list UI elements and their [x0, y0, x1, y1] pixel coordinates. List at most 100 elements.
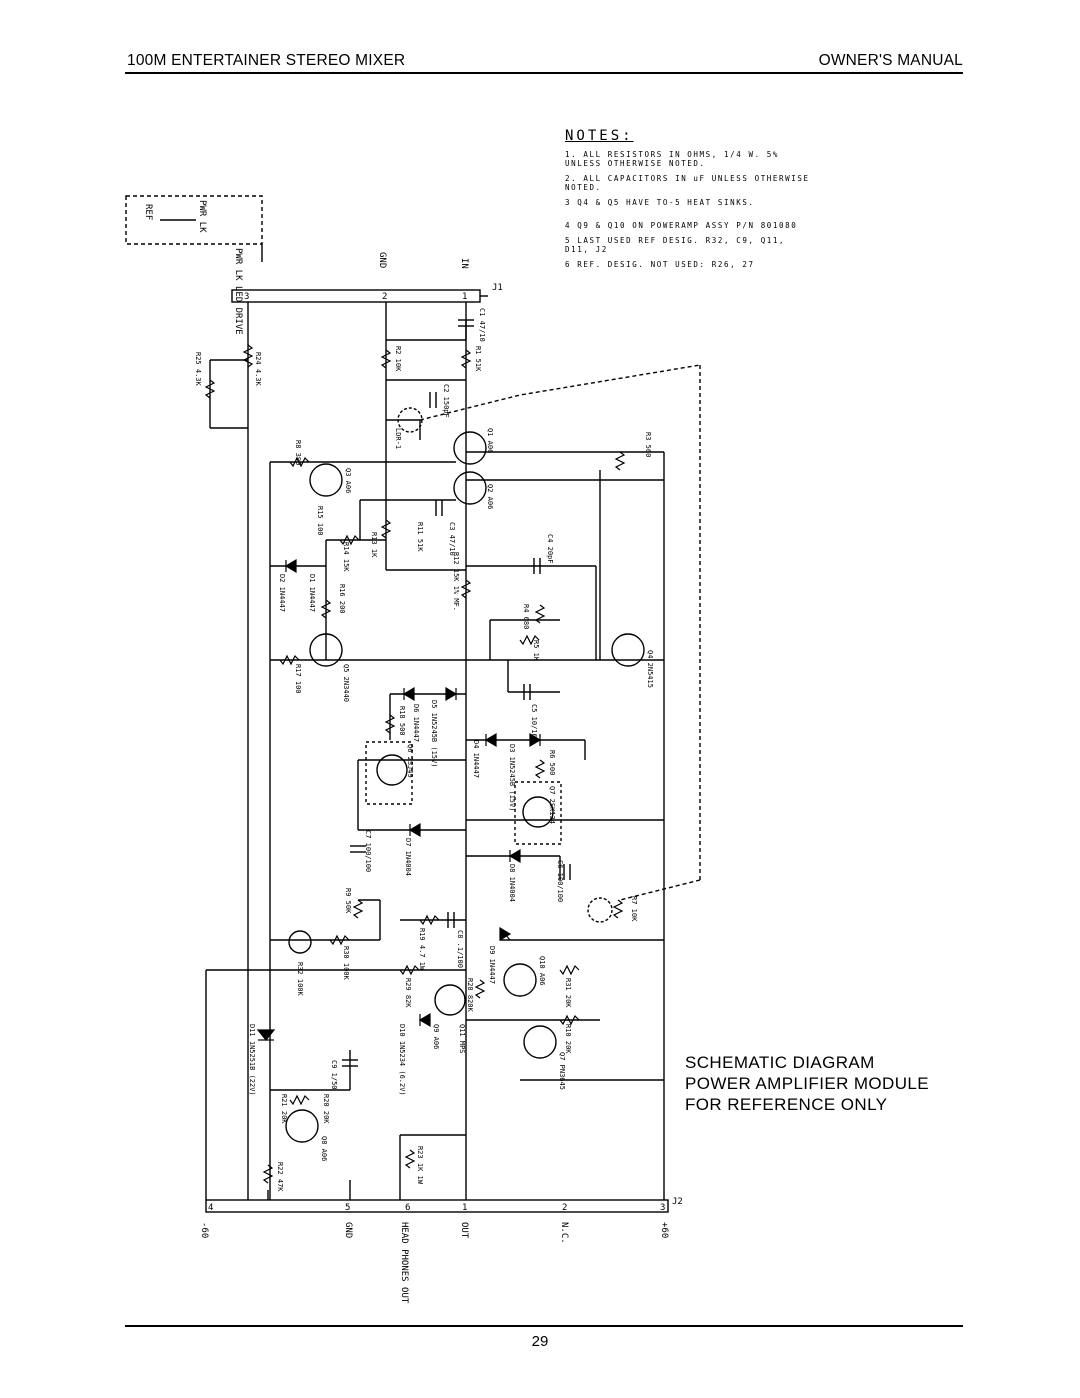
component-label: R25 4.3K: [194, 352, 202, 387]
lamp-box: [125, 195, 263, 245]
resistors: [204, 344, 626, 1184]
component-label: R8 390: [294, 440, 302, 465]
component-label: D8 1N4004: [508, 864, 516, 902]
component-label: R19 4.7 1W: [418, 928, 426, 971]
component-label: LDR-1: [394, 428, 402, 449]
header-manual-label: OWNER'S MANUAL: [818, 52, 963, 69]
component-label: C3 47/10: [448, 522, 456, 556]
component-label: C1 47/10: [478, 308, 486, 342]
component-label: R9 50K: [344, 888, 352, 914]
component-label: R28 820K: [466, 978, 474, 1013]
component-label: C5 10/16: [530, 704, 538, 738]
page-number: 29: [531, 1333, 549, 1350]
j2-pin: 4: [208, 1203, 213, 1213]
connector-j1: [231, 289, 481, 303]
component-label: C7 100/100: [364, 830, 372, 872]
header-rule: [125, 72, 963, 74]
j1-pin: 2: [382, 292, 387, 302]
component-label: D7 1N4004: [404, 838, 412, 876]
schematic-caption: SCHEMATIC DIAGRAM POWER AMPLIFIER MODULE…: [685, 1052, 929, 1115]
component-label: R24 4.3K: [254, 352, 262, 387]
connector-j2: [205, 1199, 669, 1213]
component-label: R22 47K: [276, 1162, 284, 1192]
component-label: D5 1N5245B (15V): [430, 700, 438, 767]
component-label: R6 500: [548, 750, 556, 775]
schematic-notes: NOTES: 1. ALL RESISTORS IN OHMS, 1/4 W. …: [565, 128, 815, 269]
j2-label: HEAD PHONES OUT: [399, 1222, 409, 1304]
lamp-ref: REF: [143, 204, 153, 220]
j2-pin: 2: [562, 1203, 567, 1213]
component-label: R23 1K 1W: [416, 1146, 424, 1185]
component-label: R17 100: [294, 664, 302, 694]
j1-label: IN: [459, 258, 469, 269]
component-label: R18 500: [398, 706, 406, 736]
j2-label: OUT: [459, 1222, 469, 1239]
component-label: R7 10K: [630, 896, 638, 922]
component-label: R10 20K: [564, 1024, 572, 1054]
component-labels: R24 4.3K R25 4.3K R2 10K R1 51K C1 47/10…: [194, 308, 654, 1192]
component-label: R21 20K: [280, 1094, 288, 1124]
component-label: C9 1/50: [330, 1060, 338, 1090]
component-label: R11 51K: [416, 522, 424, 552]
component-label: C2 150pF: [442, 384, 450, 418]
component-label: D2 1N4447: [278, 574, 286, 612]
transistors: [285, 407, 645, 1143]
note-item: 3 Q4 & Q5 HAVE TO-5 HEAT SINKS.: [565, 198, 755, 207]
component-label: D10 1N5234 (6.2V): [398, 1024, 406, 1096]
component-label: R15 100: [316, 506, 324, 536]
j2-label: -60: [199, 1222, 209, 1238]
j1-ref: J1: [492, 283, 503, 293]
component-label: R13 1K: [370, 532, 378, 558]
component-label: R30 100K: [342, 946, 350, 981]
component-label: R2 10K: [394, 346, 402, 372]
note-item: 2. ALL CAPACITORS IN uF UNLESS OTHERWISE…: [565, 174, 810, 192]
note-item: 6 REF. DESIG. NOT USED: R26, 27: [565, 260, 755, 269]
diodes: [256, 558, 542, 1041]
component-label: D11 1N5251B (22V): [248, 1024, 256, 1096]
component-label: D9 1N4447: [488, 946, 496, 984]
j2-ref: J2: [672, 1197, 683, 1207]
component-label: D4 1N4447: [472, 740, 480, 778]
component-label: R32 100K: [296, 962, 304, 997]
note-item: 4 Q9 & Q10 ON POWERAMP ASSY P/N 801080: [565, 221, 798, 230]
component-label: Q9 A06: [432, 1024, 440, 1049]
notes-title: NOTES:: [565, 128, 634, 144]
j1-pin: 1: [462, 292, 467, 302]
component-label: R14 15K: [342, 542, 350, 572]
j1-label: GND: [377, 252, 387, 268]
component-label: Q6 2SJ49: [406, 744, 414, 778]
component-label: R12 15K 1% MF.: [452, 552, 460, 611]
j2-label: N.C.: [559, 1222, 569, 1244]
component-label: R4 680: [522, 604, 530, 629]
j2-label: +60: [659, 1222, 669, 1238]
connector-labels: 3 2 1 J1 PWR LK LED DRIVE GND IN REF PWR…: [143, 200, 683, 1304]
component-label: Q10 A06: [538, 956, 546, 986]
component-label: Q5 2N3440: [342, 664, 350, 702]
component-label: Q3 A06: [344, 468, 352, 493]
component-label: Q2 A06: [486, 484, 494, 509]
component-label: R16 200: [338, 584, 346, 614]
caption-line: SCHEMATIC DIAGRAM: [685, 1053, 875, 1072]
component-label: C8 .1/100: [456, 930, 464, 968]
component-label: Q4 2N5415: [646, 650, 654, 688]
component-label: Q1 A06: [486, 428, 494, 453]
caption-line: POWER AMPLIFIER MODULE: [685, 1074, 930, 1093]
j2-pin: 6: [405, 1203, 410, 1213]
j2-label: GND: [343, 1222, 353, 1238]
component-label: C4 20pF: [546, 534, 554, 564]
j1-pin: 3: [244, 292, 249, 302]
j2-pin: 3: [660, 1203, 665, 1213]
component-label: Q7 PN3645: [558, 1052, 566, 1090]
component-label: D6 1N4447: [412, 704, 420, 742]
caption-line: FOR REFERENCE ONLY: [685, 1095, 888, 1114]
component-label: C6 100/100: [556, 860, 564, 902]
j1-label: PWR LK LED DRIVE: [233, 248, 243, 335]
component-label: Q7 2SK134: [548, 786, 556, 824]
capacitors: [342, 319, 571, 1067]
component-label: Q11 MPS: [458, 1024, 466, 1054]
header-title: 100M ENTERTAINER STEREO MIXER: [127, 52, 406, 69]
component-label: R1 51K: [474, 346, 482, 372]
j2-pin: 5: [345, 1203, 350, 1213]
lamp-label: PWR LK: [197, 200, 207, 233]
